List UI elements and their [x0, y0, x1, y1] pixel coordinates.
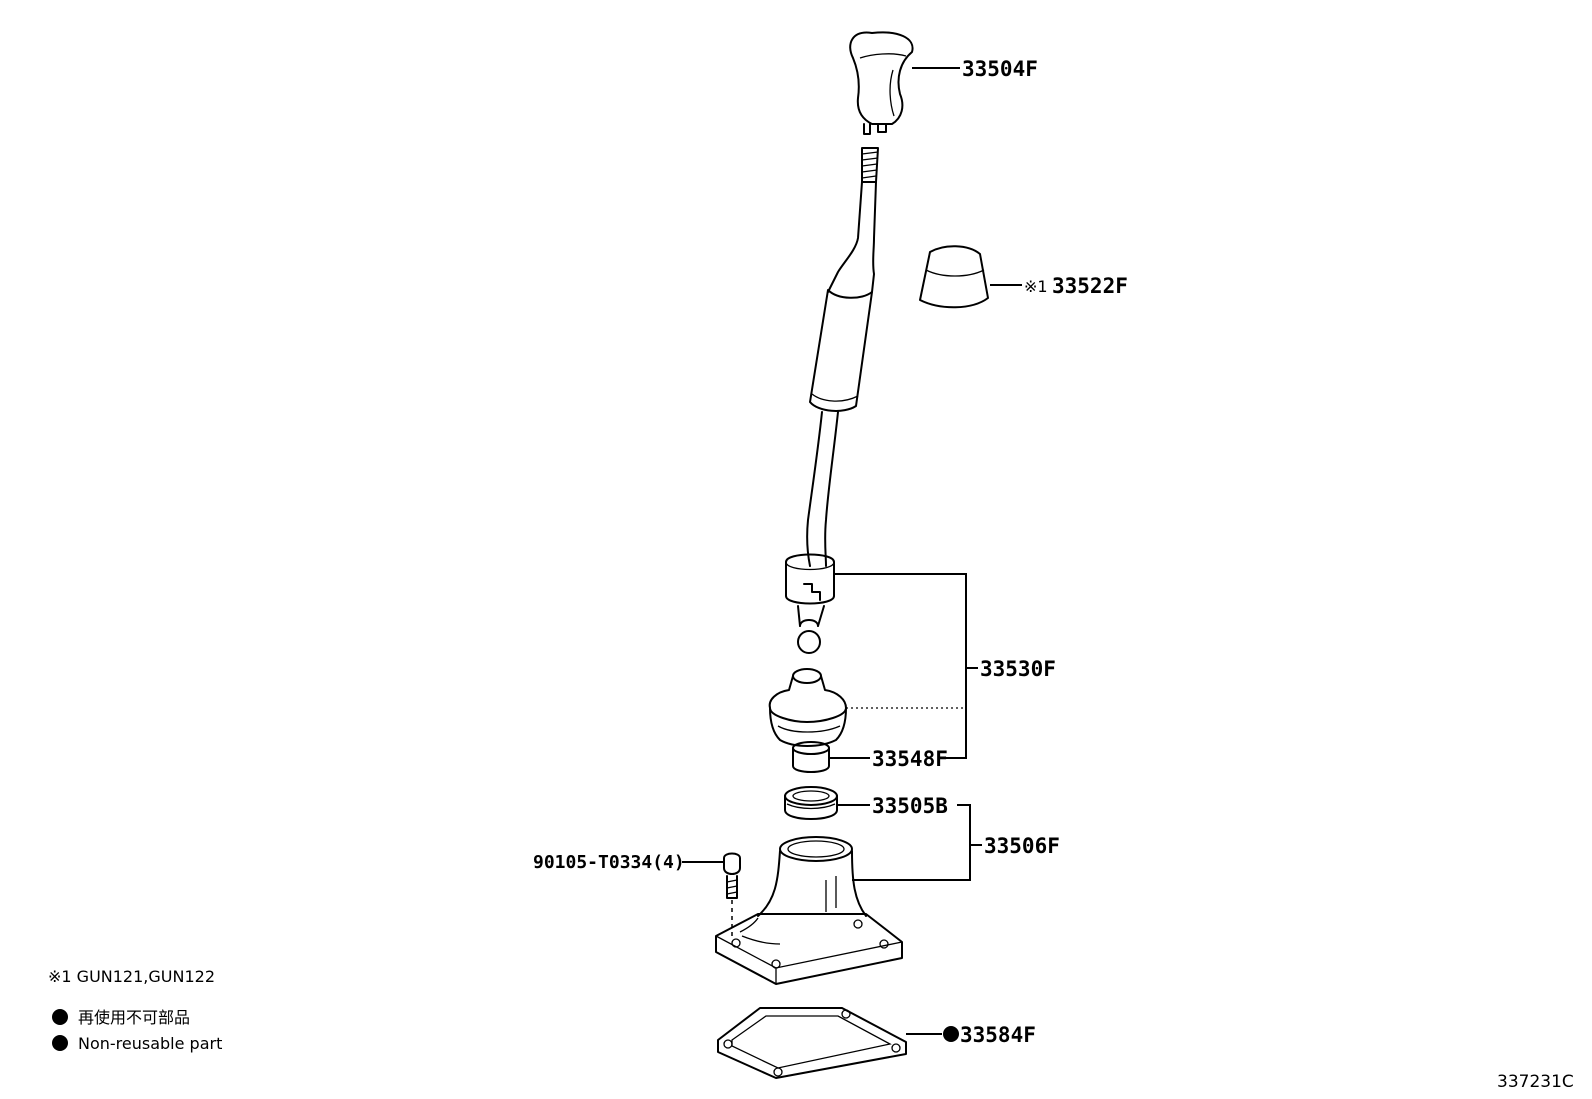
shift-knob-drawing: [849, 31, 914, 135]
label-33584F: 33584F: [960, 1023, 1036, 1047]
label-33530F: 33530F: [980, 657, 1056, 681]
legend-nonreusable-jp: 再使用不可部品: [78, 1008, 190, 1027]
label-33522F: 33522F: [1052, 274, 1128, 298]
shift-boot-drawing: [768, 668, 847, 747]
diagram-code: 337231C: [1497, 1072, 1574, 1092]
legend-dot-icon-jp: [52, 1009, 68, 1025]
leader-lines: [682, 67, 1022, 1035]
shift-lever-drawing: [785, 147, 879, 654]
bolt-drawing: [723, 852, 741, 936]
label-33548F: 33548F: [872, 747, 948, 771]
retainer-drawing: [715, 836, 903, 985]
legend-applicability: ※1 GUN121,GUN122: [48, 967, 215, 986]
nonreusable-dot-icon: [943, 1026, 959, 1042]
legend-nonreusable-en: Non-reusable part: [78, 1034, 222, 1053]
label-marker-1: ※1: [1024, 277, 1048, 296]
gasket-drawing: [717, 1007, 907, 1079]
label-33506F: 33506F: [984, 834, 1060, 858]
bushing-drawing: [792, 741, 830, 773]
label-33505B: 33505B: [872, 794, 948, 818]
shift-cap-drawing: [919, 245, 989, 309]
seal-drawing: [784, 786, 838, 820]
label-33504F: 33504F: [962, 57, 1038, 81]
label-90105-T0334: 90105-T0334(4): [533, 852, 685, 873]
legend-dot-icon-en: [52, 1035, 68, 1051]
